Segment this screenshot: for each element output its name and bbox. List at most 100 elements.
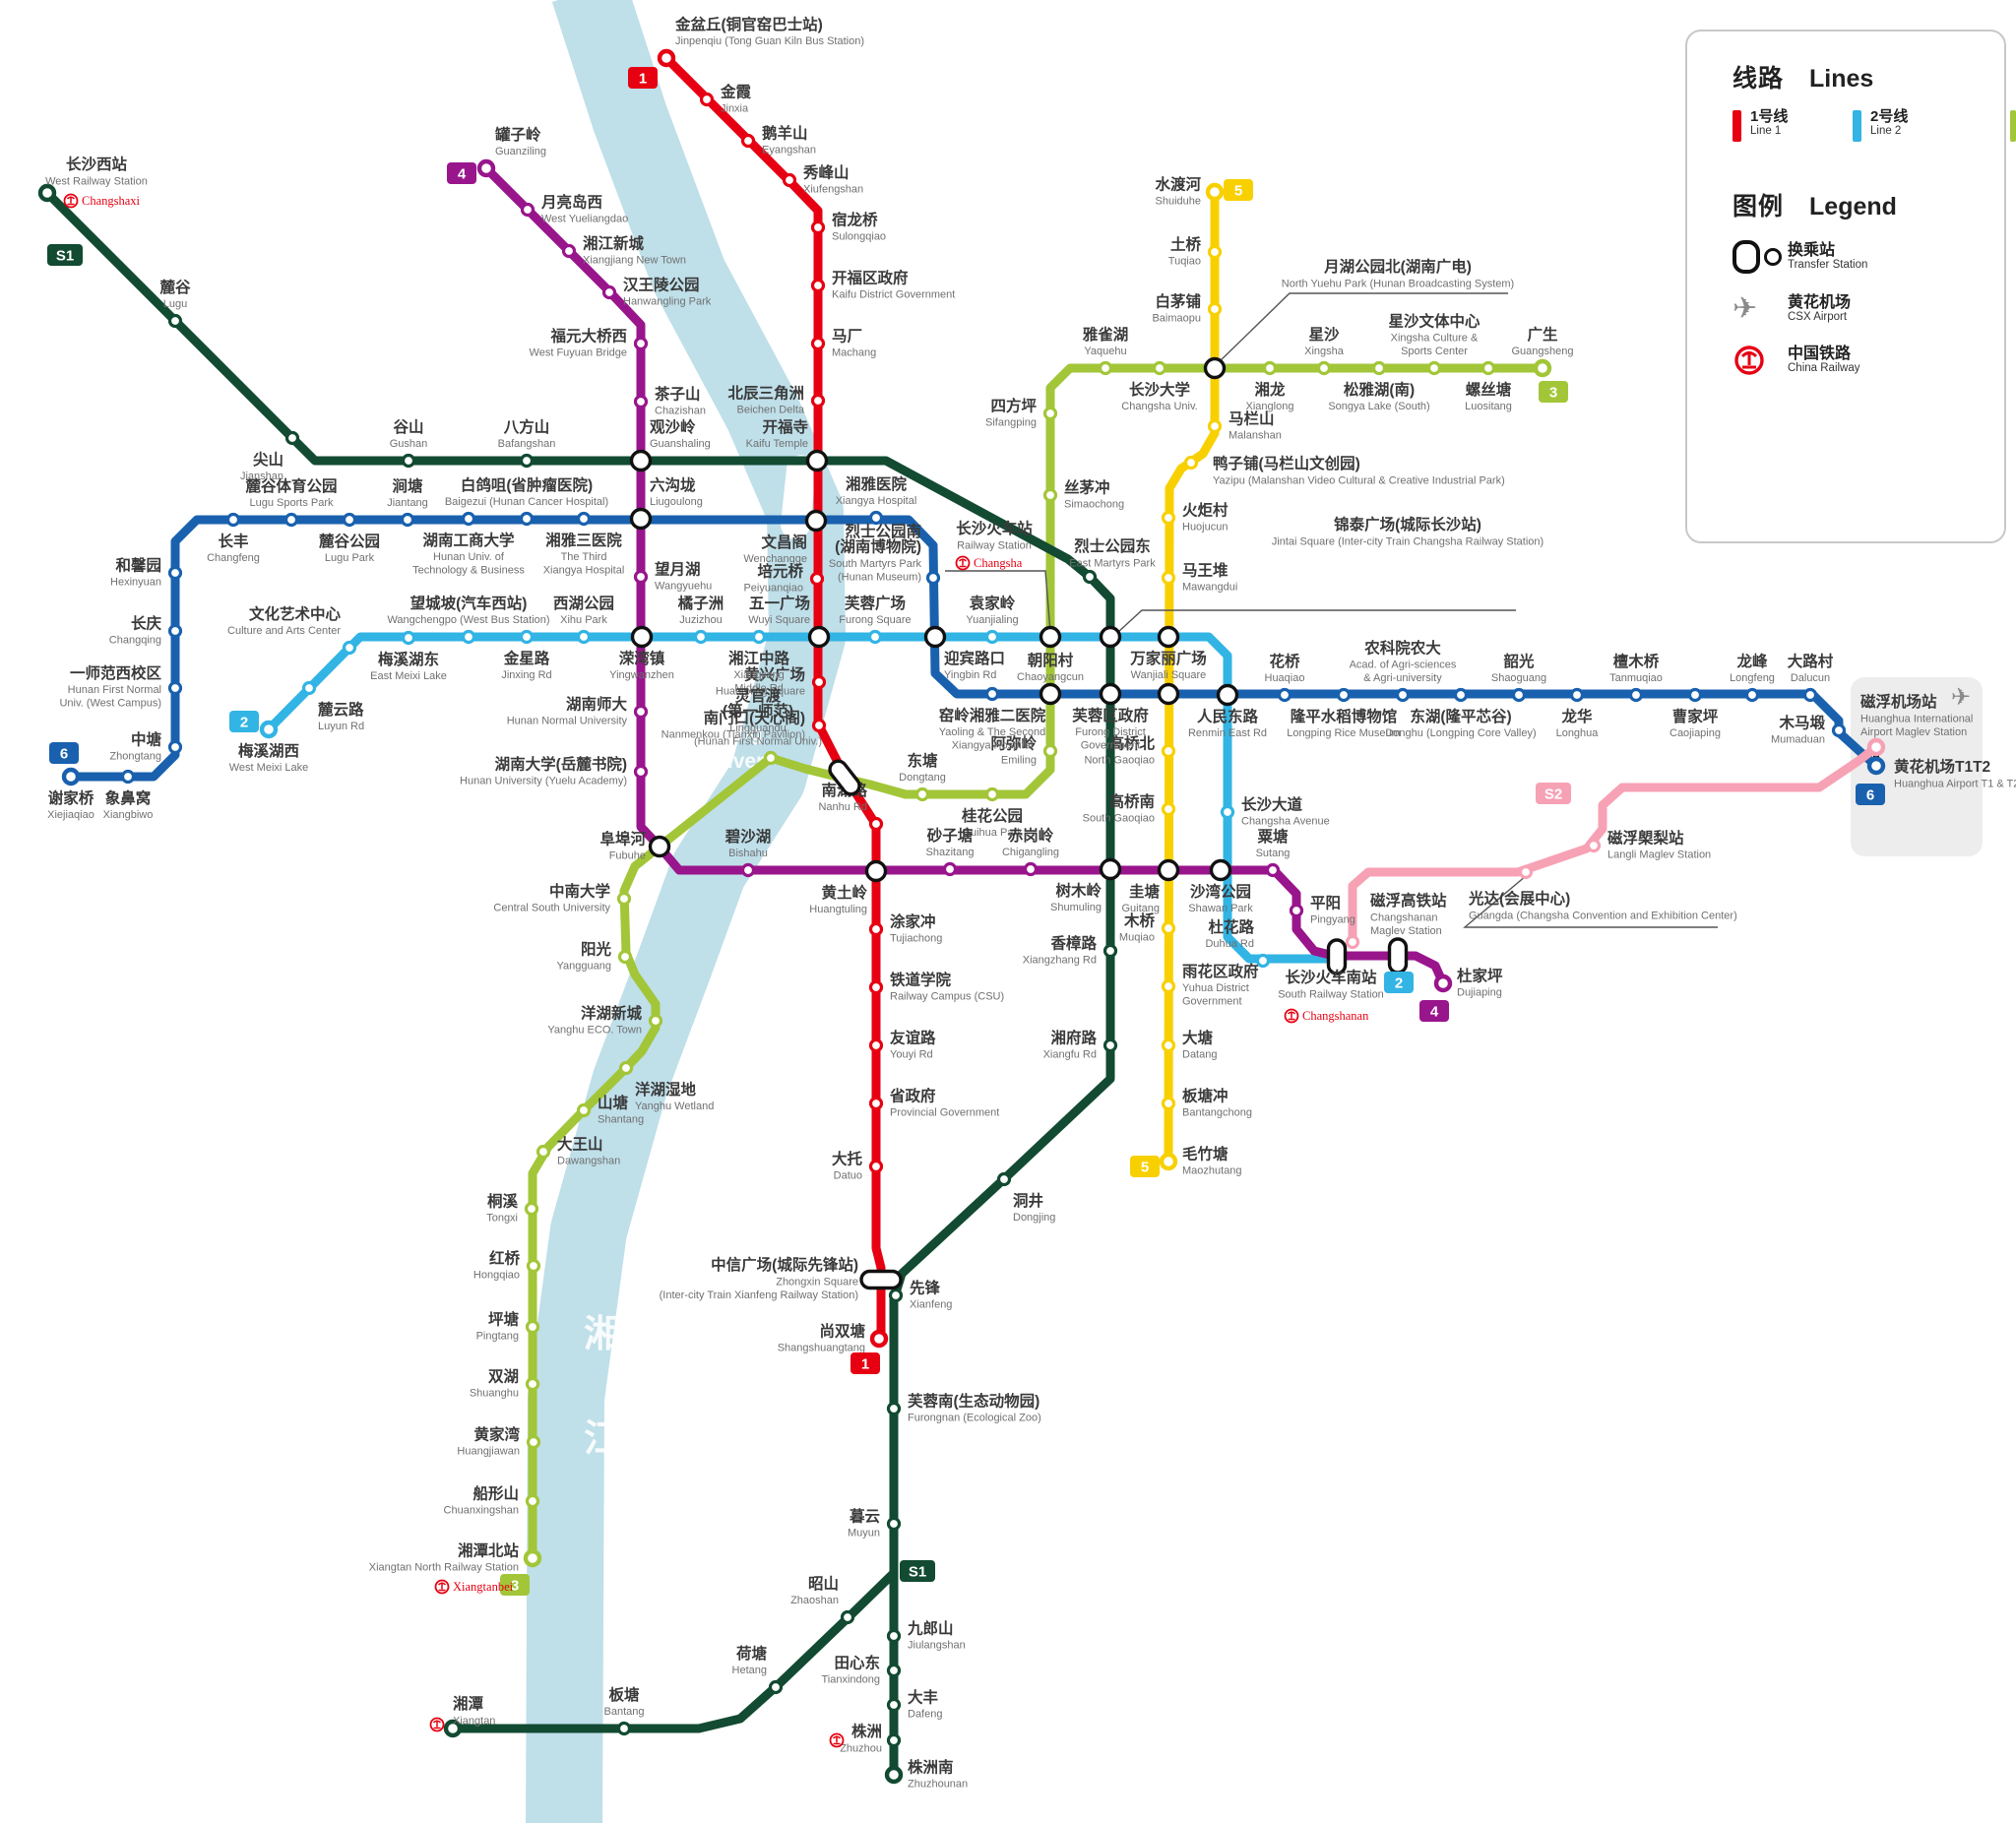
- station-白茅铺[interactable]: [1207, 301, 1223, 317]
- station-龙华[interactable]: [1569, 687, 1585, 703]
- station-涂家冲[interactable]: [868, 921, 884, 937]
- station-昭山[interactable]: [840, 1609, 855, 1625]
- interchange-capsule[interactable]: [859, 1269, 903, 1290]
- station-暮云[interactable]: [886, 1516, 902, 1532]
- transfer-station-六沟垅[interactable]: [629, 507, 653, 531]
- station-北辰三角洲[interactable]: [810, 393, 826, 409]
- station-平阳[interactable]: [1289, 903, 1304, 918]
- station-尖山[interactable]: [284, 430, 300, 446]
- station-开福区政府[interactable]: [810, 278, 826, 293]
- station-麓谷公园[interactable]: [342, 512, 357, 528]
- station-龙峰[interactable]: [1744, 687, 1760, 703]
- station-湖南工商大学[interactable]: [461, 511, 476, 527]
- station-长庆[interactable]: [167, 623, 183, 639]
- station-曹家坪[interactable]: [1687, 687, 1703, 703]
- station-东湖(隆平芯谷)[interactable]: [1453, 687, 1469, 703]
- station-汉王陵公园[interactable]: [601, 284, 617, 300]
- station-板塘冲[interactable]: [1161, 1096, 1176, 1111]
- station-麓谷[interactable]: [167, 313, 183, 329]
- station-培元桥[interactable]: [809, 571, 825, 587]
- station-大路村[interactable]: [1802, 687, 1818, 703]
- station-station[interactable]: [1183, 455, 1199, 471]
- station-湘江新城[interactable]: [561, 243, 577, 259]
- station-松雅湖(南)[interactable]: [1371, 360, 1387, 376]
- station-南门口(天心阁)[interactable]: [811, 718, 827, 733]
- station-磁浮㮾梨站[interactable]: [1586, 838, 1602, 853]
- station-涧塘[interactable]: [400, 512, 415, 528]
- station-隆平水稻博物馆[interactable]: [1336, 687, 1352, 703]
- transfer-station-开福寺[interactable]: [805, 449, 829, 472]
- station-阿弥岭[interactable]: [1042, 743, 1058, 759]
- terminus-station-station[interactable]: [37, 183, 57, 203]
- station-荷塘[interactable]: [768, 1679, 784, 1695]
- station-station[interactable]: [886, 1732, 902, 1748]
- station-大丰[interactable]: [886, 1697, 902, 1713]
- station-湘龙[interactable]: [1262, 360, 1278, 376]
- station-秀峰山[interactable]: [782, 172, 797, 188]
- station-长沙大学[interactable]: [1152, 360, 1167, 376]
- terminus-station-广生[interactable]: [1533, 358, 1552, 378]
- station-文化艺术中心[interactable]: [342, 640, 357, 656]
- station-木马塅[interactable]: [1831, 723, 1847, 738]
- station-桂花公园[interactable]: [984, 786, 1000, 802]
- station-坪塘[interactable]: [525, 1319, 540, 1335]
- station-金霞[interactable]: [699, 92, 715, 107]
- transfer-station-阜埠河[interactable]: [648, 835, 671, 858]
- transfer-station-station[interactable]: [1157, 682, 1180, 706]
- station-韶光[interactable]: [1511, 687, 1527, 703]
- station-九郎山[interactable]: [886, 1628, 902, 1644]
- station-谷山[interactable]: [401, 453, 416, 469]
- station-檀木桥[interactable]: [1628, 687, 1644, 703]
- station-船形山[interactable]: [525, 1493, 540, 1509]
- station-和馨园[interactable]: [167, 565, 183, 581]
- terminus-station-尚双塘[interactable]: [869, 1329, 889, 1349]
- transfer-station-迎宾路口[interactable]: [923, 625, 947, 649]
- transfer-station-五一广场[interactable]: [807, 625, 831, 649]
- station-湖南大学(岳麓书院)[interactable]: [633, 764, 649, 780]
- interchange-capsule[interactable]: [1326, 938, 1348, 975]
- station-洋湖新城[interactable]: [648, 1013, 663, 1029]
- station-山塘[interactable]: [576, 1102, 592, 1118]
- station-station[interactable]: [925, 570, 941, 586]
- station-赤岗岭[interactable]: [1023, 861, 1039, 877]
- station-星沙文体中心[interactable]: [1426, 360, 1442, 376]
- station-梅溪湖东[interactable]: [401, 630, 416, 646]
- transfer-station-溁湾镇[interactable]: [630, 625, 654, 649]
- station-袁家岭[interactable]: [984, 629, 1000, 645]
- transfer-station-圭塘[interactable]: [1157, 858, 1180, 882]
- station-田心东[interactable]: [886, 1663, 902, 1678]
- station-长沙大道[interactable]: [1220, 804, 1235, 820]
- transfer-station-朝阳村[interactable]: [1039, 682, 1062, 706]
- station-友谊路[interactable]: [868, 1037, 884, 1053]
- station-station[interactable]: [1345, 934, 1360, 950]
- terminus-station-谢家桥[interactable]: [61, 767, 81, 786]
- transfer-station-树木岭[interactable]: [1099, 857, 1122, 881]
- transfer-station-station[interactable]: [1203, 356, 1227, 380]
- station-农科院农大[interactable]: [1395, 687, 1411, 703]
- station-星沙[interactable]: [1316, 360, 1332, 376]
- interchange-capsule[interactable]: [1387, 937, 1409, 974]
- station-长丰[interactable]: [225, 512, 241, 528]
- station-铁道学院[interactable]: [868, 979, 884, 995]
- station-螺丝塘[interactable]: [1480, 360, 1496, 376]
- station-木桥[interactable]: [1161, 920, 1176, 936]
- transfer-station-文昌阁[interactable]: [804, 509, 828, 533]
- terminus-station-杜家坪[interactable]: [1433, 974, 1453, 993]
- station-麓谷体育公园[interactable]: [284, 512, 299, 528]
- station-望月湖[interactable]: [633, 569, 649, 585]
- station-八方山[interactable]: [519, 453, 535, 469]
- transfer-station-station[interactable]: [1039, 625, 1062, 649]
- station-福元大桥西[interactable]: [633, 336, 649, 351]
- station-鹅羊山[interactable]: [740, 133, 756, 149]
- terminus-station-station[interactable]: [1866, 756, 1886, 776]
- station-宿龙桥[interactable]: [810, 220, 826, 235]
- station-湘江中路[interactable]: [751, 629, 767, 645]
- station-马厂[interactable]: [810, 336, 826, 351]
- station-红桥[interactable]: [526, 1258, 541, 1274]
- station-白鸽咀(省肿瘤医院)[interactable]: [519, 511, 535, 527]
- station-芙蓉广场[interactable]: [867, 629, 883, 645]
- station-station[interactable]: [763, 750, 779, 766]
- station-月亮岛西[interactable]: [520, 202, 536, 218]
- station-花桥[interactable]: [1277, 687, 1292, 703]
- station-阳光[interactable]: [617, 949, 633, 965]
